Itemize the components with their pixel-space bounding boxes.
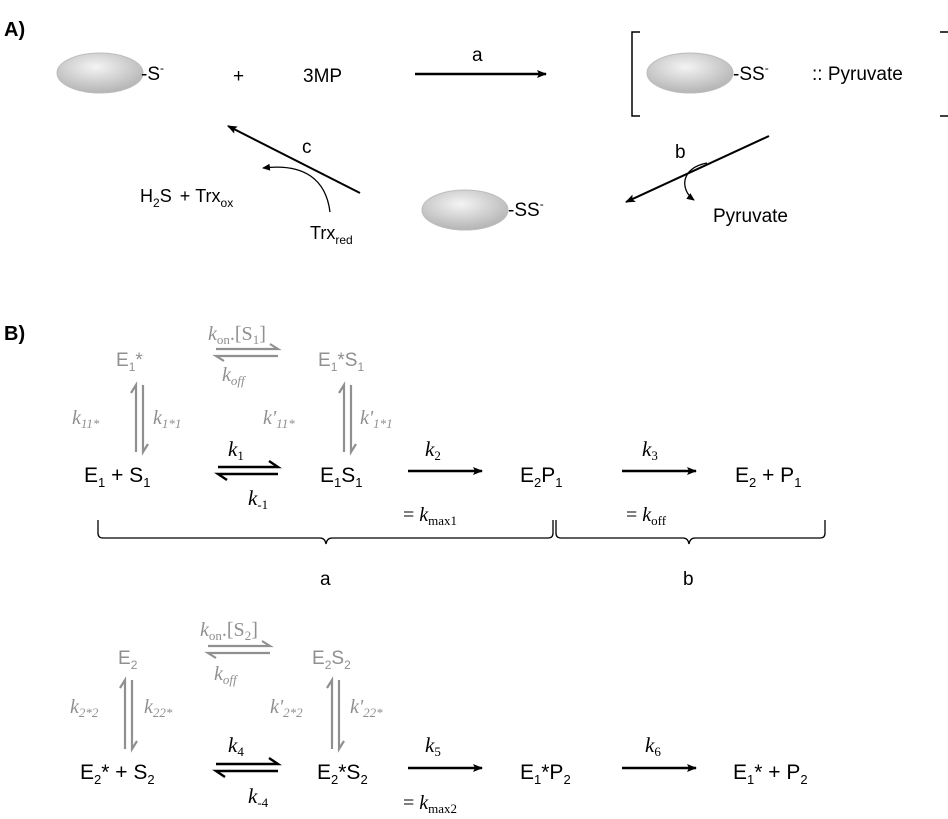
k4-label: k4 [228, 733, 244, 759]
brace-a-label: a [320, 569, 331, 590]
k-minus4-label: k-4 [248, 784, 269, 810]
gray-vertical-arrows-right-r2 [326, 676, 345, 753]
enzyme-persulfide: -SS- [508, 197, 544, 221]
brace-a [97, 520, 554, 545]
panel-a-label: A) [4, 19, 25, 41]
brace-b [555, 520, 826, 545]
k6-label: k6 [645, 733, 661, 759]
koff-equation: = koff [626, 504, 667, 528]
k2-label: k2 [425, 437, 441, 463]
e2-species: E2 [118, 648, 138, 672]
enzyme-blob-complex [646, 52, 734, 94]
enzyme-blob-persulfide [421, 189, 509, 231]
complex-pyruvate: :: Pyruvate [812, 64, 903, 85]
e2star-plus-s2-species: E2* + S2 [80, 761, 155, 787]
thioredoxin-curved-arrow [262, 163, 331, 213]
enzyme-thiolate: -S- [141, 61, 164, 85]
step-c-arrow [227, 125, 361, 194]
gray-equilibrium-arrow-r1 [212, 343, 282, 362]
kon-s1-label: kon.[S1] [208, 323, 266, 347]
step-c-label: c [302, 137, 312, 158]
step-a-label: a [472, 45, 483, 66]
k1star1-label: k1*1 [153, 407, 181, 431]
pyruvate-release-arrow [684, 162, 708, 201]
k5-label: k5 [425, 733, 441, 759]
equilibrium-arrow-k1 [214, 460, 282, 481]
substrate-3mp: 3MP [303, 66, 342, 87]
kprime1star1-label: k'1*1 [360, 407, 393, 431]
e1star-p2-complex: E1*P2 [520, 761, 571, 787]
koff-r2-label: koff [214, 663, 239, 687]
e2s2-species: E2S2 [312, 648, 351, 672]
gray-vertical-arrows-left-r2 [119, 676, 138, 753]
e1-star-species: E1* [116, 350, 143, 374]
step-b-label: b [675, 142, 686, 163]
pyruvate-product: Pyruvate [713, 206, 788, 227]
koff-r1-label: koff [222, 364, 247, 388]
e2-plus-p1-species: E2 + P1 [735, 464, 801, 490]
complex-bracket-left [631, 31, 640, 117]
gray-vertical-arrows-right-r1 [338, 381, 357, 456]
k3-label: k3 [642, 437, 658, 463]
kon-s2-label: kon.[S2] [200, 619, 258, 643]
k22star-label: k22* [144, 696, 173, 720]
e1star-plus-p2-species: E1* + P2 [733, 761, 808, 787]
e2star-s2-complex: E2*S2 [317, 761, 368, 787]
h2s-trxox-products: H2S+Trxox [140, 186, 233, 210]
k11star-label: k11* [72, 407, 100, 431]
kmax1-equation: = kmax1 [403, 504, 457, 528]
kprime2star2-label: k'2*2 [270, 696, 303, 720]
trx-reduced: Trxred [310, 223, 353, 247]
kprime11star-label: k'11* [263, 407, 295, 431]
panel-b-label: B) [4, 323, 25, 345]
brace-b-label: b [683, 569, 694, 590]
e1-plus-s1-species: E1 + S1 [84, 464, 150, 490]
e1-star-s1-species: E1*S1 [318, 350, 364, 374]
enzyme-blob-free [56, 52, 144, 94]
complex-persulfide: -SS- [733, 61, 769, 85]
k1-label: k1 [228, 437, 244, 463]
step-b-arrow [625, 135, 770, 203]
plus-sign-a: + [233, 66, 244, 87]
equilibrium-arrow-k4 [212, 757, 282, 778]
e1s1-complex: E1S1 [320, 464, 363, 490]
gray-vertical-arrows-left-r1 [130, 381, 149, 456]
kprime22star-label: k'22* [350, 696, 383, 720]
e2p1-complex: E2P1 [520, 464, 563, 490]
gray-equilibrium-arrow-r2 [204, 640, 274, 659]
k2star2-label: k2*2 [70, 696, 99, 720]
k-minus1-label: k-1 [248, 486, 268, 512]
kmax2-equation: = kmax2 [403, 792, 457, 816]
